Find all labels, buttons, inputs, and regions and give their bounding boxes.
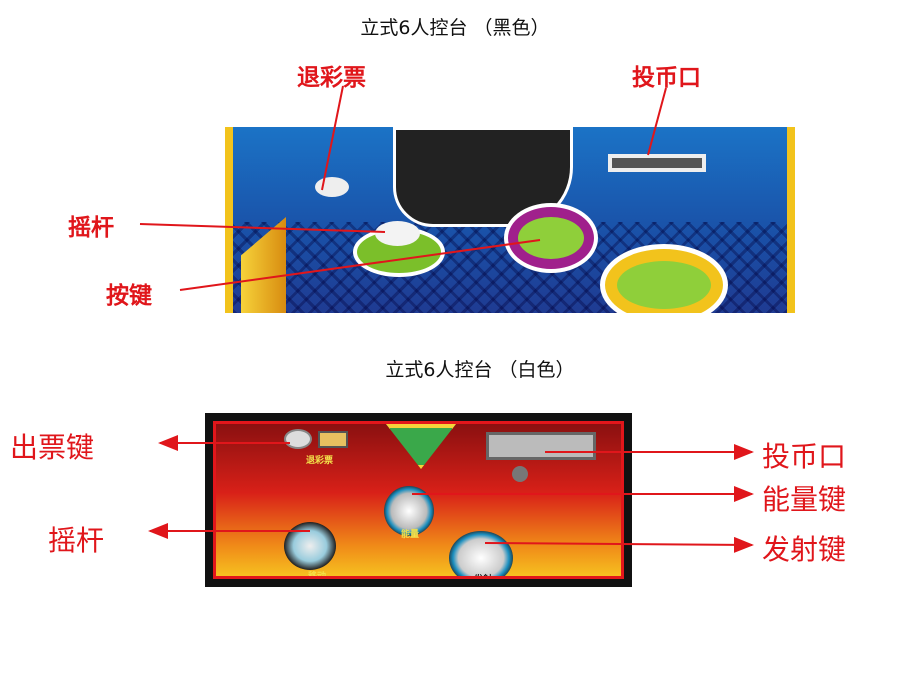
line-joystick-top bbox=[139, 223, 386, 233]
panel-text-move: 移动 bbox=[308, 572, 327, 579]
ticket-button bbox=[284, 429, 312, 449]
label-coin-slot-bottom: 投币口 bbox=[762, 440, 847, 473]
line-coin-slot-top bbox=[647, 87, 667, 156]
ticket-slot bbox=[318, 431, 348, 448]
label-ticket-key: 出票键 bbox=[10, 431, 95, 464]
black-console-panel-image bbox=[225, 127, 795, 313]
white-console-panel-image: 退彩票 能量 移动 发射 bbox=[205, 413, 632, 587]
white-console-title: 立式6人控台 （白色） bbox=[385, 359, 575, 381]
label-ticket-out: 退彩票 bbox=[297, 65, 366, 91]
label-joystick-top: 摇杆 bbox=[68, 215, 114, 241]
label-fire-key: 发射键 bbox=[762, 533, 847, 566]
line-button-top bbox=[179, 239, 541, 291]
panel-text-energy: 能量 bbox=[401, 530, 420, 540]
fire-button bbox=[449, 531, 513, 576]
coin-slot bbox=[486, 432, 596, 460]
panel-text-ticket: 退彩票 bbox=[306, 456, 334, 466]
label-energy-key: 能量键 bbox=[762, 483, 847, 516]
label-button-top: 按键 bbox=[106, 283, 152, 309]
label-coin-slot-top: 投币口 bbox=[632, 65, 701, 91]
label-joystick-bottom: 摇杆 bbox=[48, 524, 105, 557]
small-action-button bbox=[508, 207, 594, 269]
black-console-title: 立式6人控台 （黑色） bbox=[360, 17, 550, 39]
coin-slot bbox=[608, 154, 706, 172]
panel-text-fire: 发射 bbox=[474, 572, 492, 576]
coin-return bbox=[512, 466, 528, 482]
joystick-ball bbox=[375, 221, 420, 246]
arrow-fire-key bbox=[484, 536, 754, 553]
line-ticket-out bbox=[321, 85, 344, 191]
